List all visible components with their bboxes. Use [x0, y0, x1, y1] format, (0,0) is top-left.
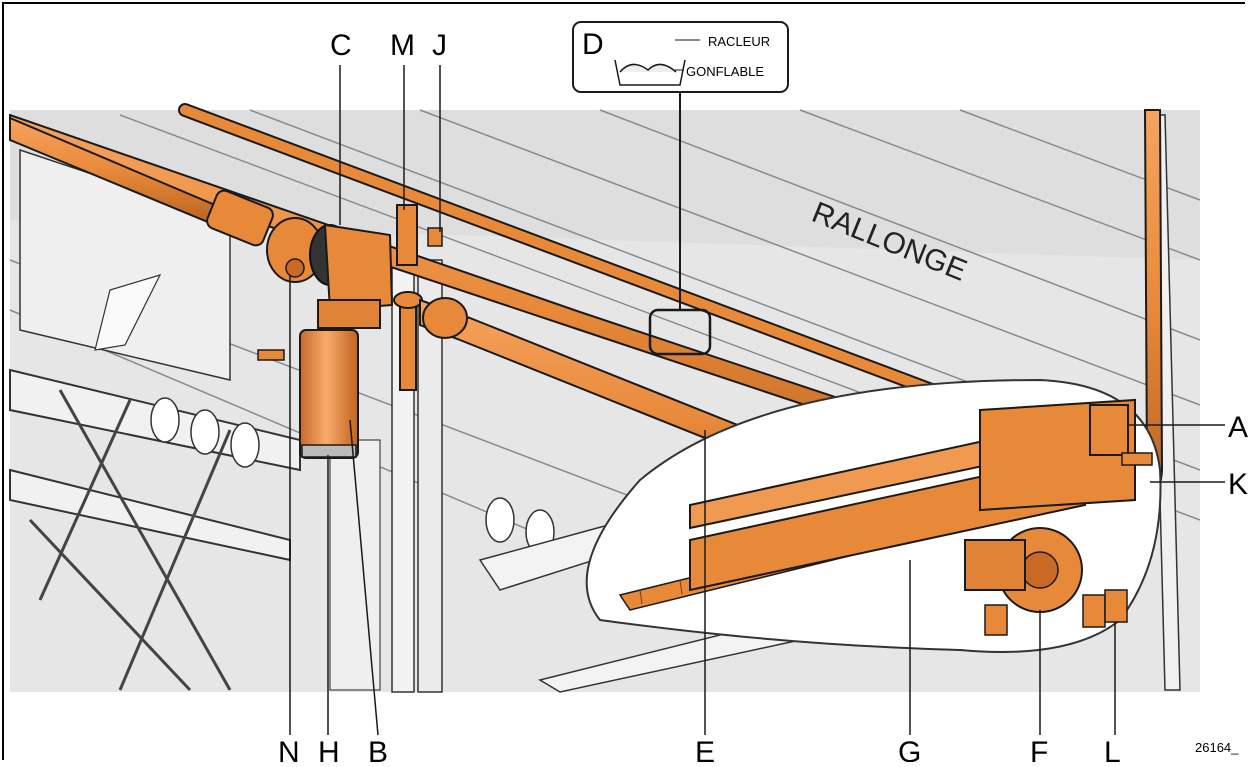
- callout-b: B: [368, 736, 388, 762]
- callout-l: L: [1104, 736, 1121, 762]
- callout-k: K: [1228, 468, 1248, 501]
- callout-d: D: [582, 28, 604, 61]
- inset-detail-d: D RACLEUR GONFLABLE: [572, 21, 789, 356]
- gearbox-assembly: [257, 217, 394, 459]
- callout-c: C: [330, 29, 352, 62]
- callout-f: F: [1030, 736, 1048, 762]
- inset-label-racleur: RACLEUR: [708, 34, 770, 49]
- callout-m: M: [390, 29, 415, 62]
- inset-label-gonflable: GONFLABLE: [686, 64, 764, 79]
- callout-a: A: [1228, 411, 1248, 444]
- leader-lines: [289, 65, 1225, 736]
- callout-h: H: [318, 736, 340, 762]
- vertical-rod-assembly: [393, 204, 443, 391]
- callout-n: N: [278, 736, 300, 762]
- callout-g: G: [898, 736, 921, 762]
- figure-number: 26164_: [1195, 740, 1239, 755]
- left-drive-shaft: [9, 116, 274, 247]
- callout-j: J: [432, 29, 447, 62]
- callout-e: E: [695, 736, 715, 762]
- detail-bubble: [585, 378, 1162, 653]
